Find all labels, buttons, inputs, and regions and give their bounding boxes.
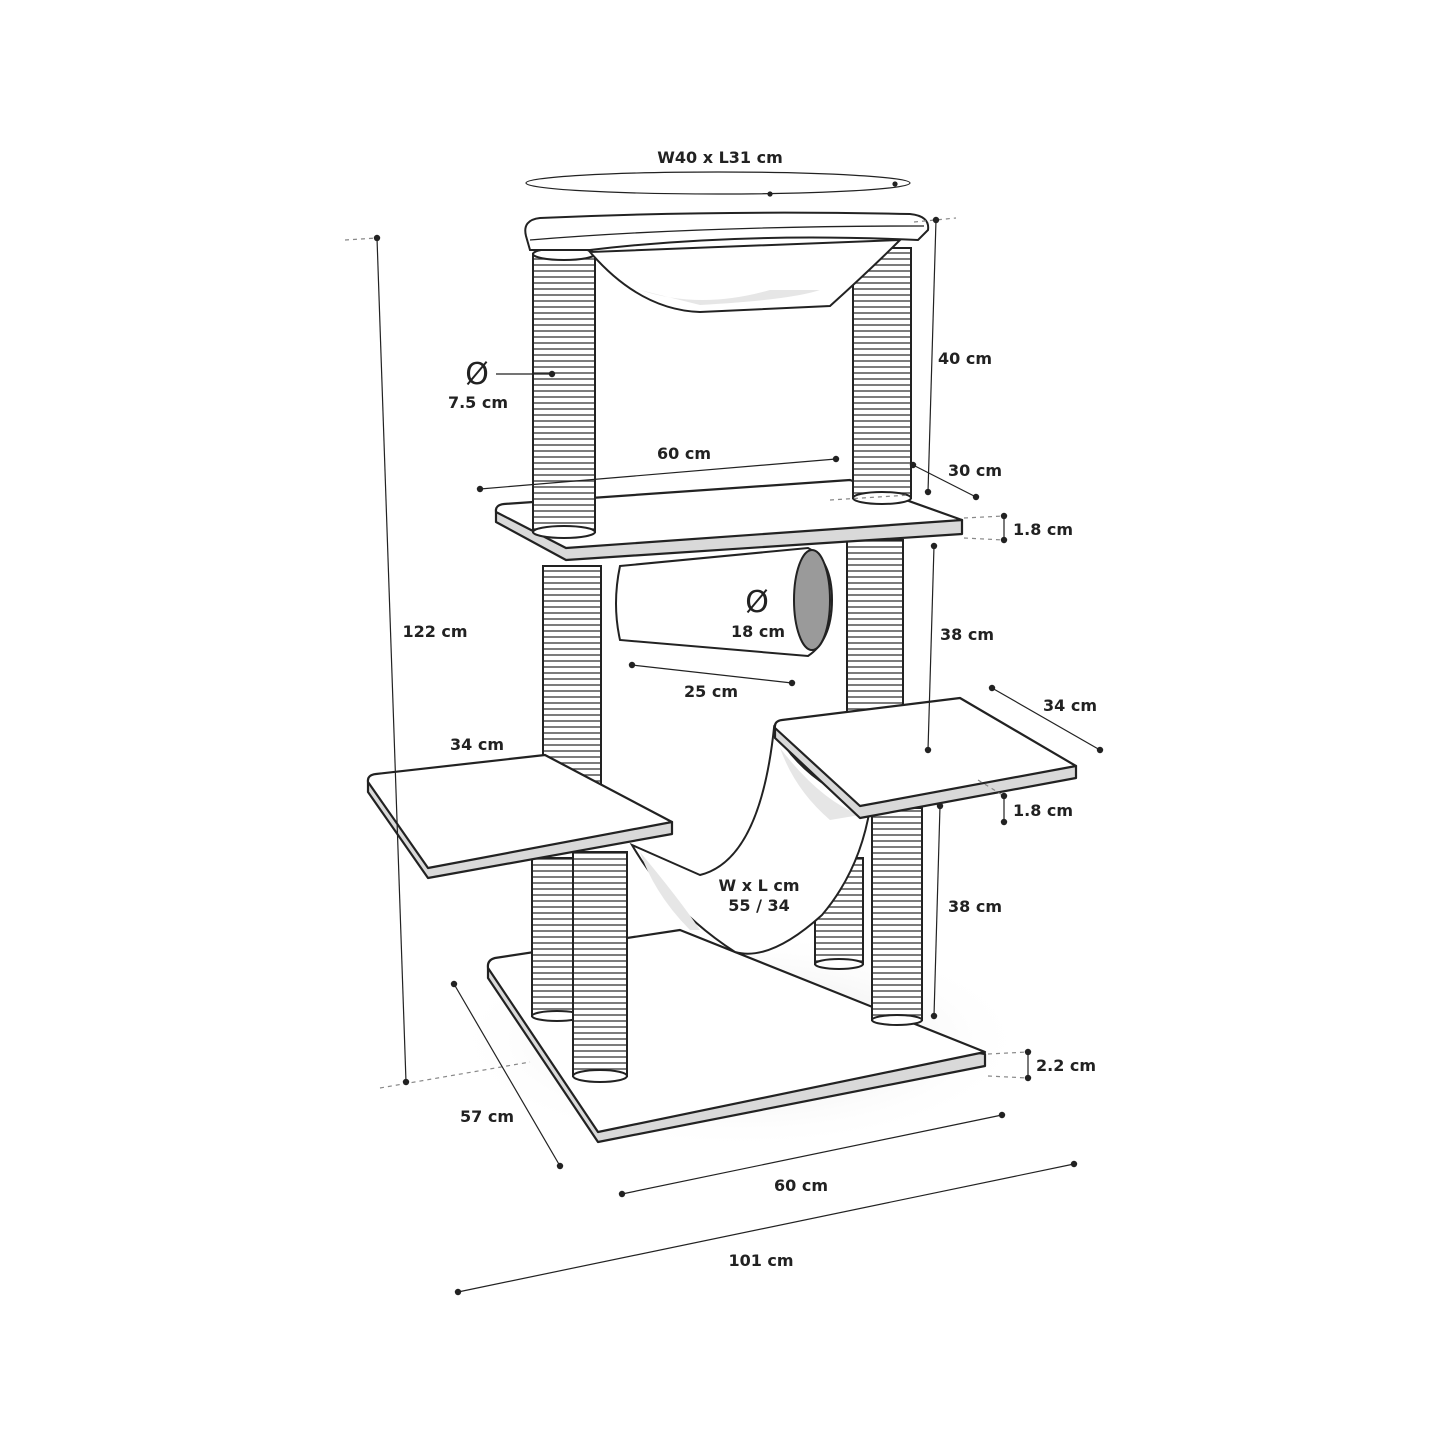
left-platform — [366, 753, 674, 880]
base-depth-line — [453, 983, 561, 1167]
post-top-right — [852, 247, 912, 499]
label-hammock-title: W x L cm — [718, 876, 799, 895]
label-hammock-size: 55 / 34 — [728, 896, 790, 915]
post-base-front-left — [572, 851, 628, 1077]
post-mid-left — [542, 565, 602, 797]
mid-height-line — [927, 545, 935, 751]
tunnel-length-line — [631, 664, 793, 684]
tunnel — [615, 546, 834, 658]
label-right-platform: 34 cm — [1043, 696, 1097, 715]
top-basket — [524, 211, 930, 314]
upper-width-line — [479, 458, 837, 490]
post-base-front-right-foot — [871, 1014, 923, 1026]
lower-height-line — [933, 805, 941, 1017]
label-upper-thickness: 1.8 cm — [1013, 520, 1073, 539]
upper-platform — [494, 478, 964, 562]
label-right-thickness: 1.8 cm — [1013, 801, 1073, 820]
label-tunnel-diameter: 18 cm — [731, 622, 785, 641]
base-width-line — [621, 1114, 1003, 1195]
label-upper-height: 40 cm — [938, 349, 992, 368]
post-top-right-foot — [852, 491, 912, 505]
label-total-width: 101 cm — [728, 1251, 793, 1270]
post-top-left — [532, 253, 596, 533]
label-base-thickness: 2.2 cm — [1036, 1056, 1096, 1075]
post-top-left-foot — [532, 525, 596, 539]
top-basket-ellipse — [525, 171, 911, 195]
dimension-labels: W40 x L31 cm Ø 7.5 cm 60 cm 40 cm 30 cm … — [402, 148, 1097, 1270]
label-mid-height: 38 cm — [940, 625, 994, 644]
label-base-width: 60 cm — [774, 1176, 828, 1195]
total-height-line — [376, 237, 407, 1083]
dimension-dots — [373, 181, 1104, 1296]
label-tunnel-length: 25 cm — [684, 682, 738, 701]
label-total-height: 122 cm — [402, 622, 467, 641]
label-lower-height: 38 cm — [948, 897, 1002, 916]
label-upper-width: 60 cm — [657, 444, 711, 463]
label-base-depth: 57 cm — [460, 1107, 514, 1126]
right-platform — [773, 696, 1078, 820]
right-platform-depth-line — [991, 687, 1101, 751]
label-left-platform: 34 cm — [450, 735, 504, 754]
upper-depth-line — [912, 464, 977, 498]
post-base-front-right — [871, 807, 923, 1021]
diameter-icon-tunnel: Ø — [745, 585, 769, 620]
post-base-front-left-foot — [572, 1069, 628, 1083]
label-upper-depth: 30 cm — [948, 461, 1002, 480]
total-width-line — [457, 1163, 1075, 1293]
label-top-basket: W40 x L31 cm — [657, 148, 783, 167]
label-post-diameter: 7.5 cm — [448, 393, 508, 412]
upper-posts — [532, 247, 912, 539]
diameter-icon-post: Ø — [465, 357, 489, 392]
hammock — [629, 724, 872, 955]
upper-height-line — [927, 219, 937, 493]
post-base-back-right-foot — [814, 958, 864, 970]
tunnel-opening — [793, 549, 831, 651]
